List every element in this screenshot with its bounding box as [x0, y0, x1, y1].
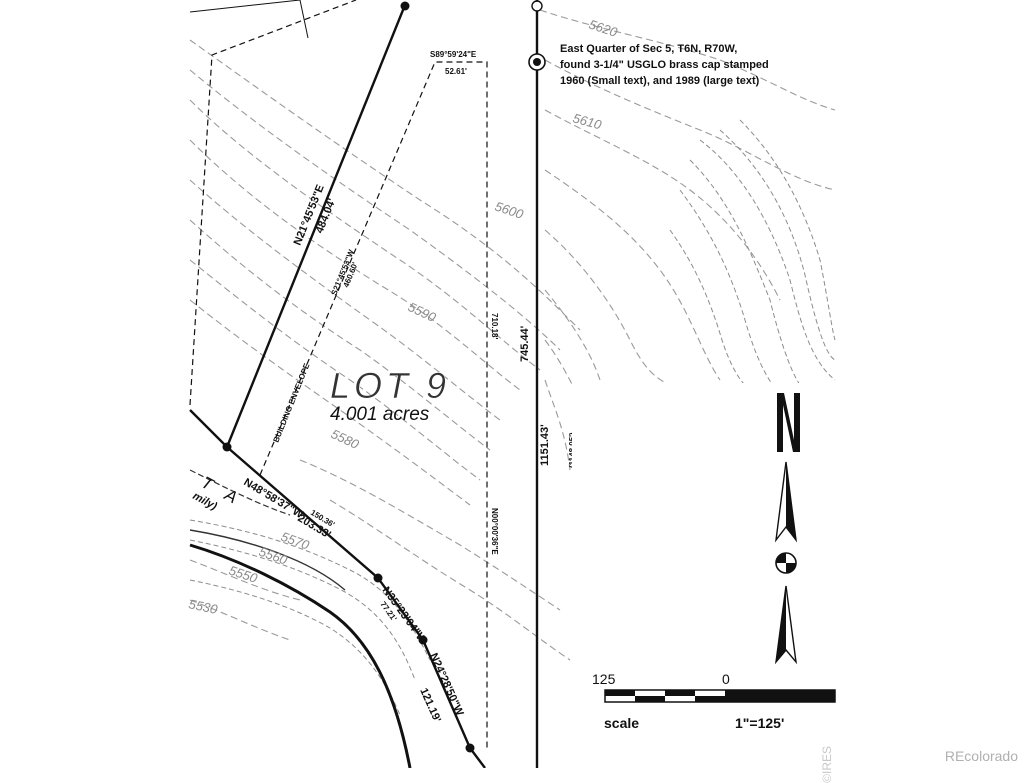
- scale-segment: [635, 696, 665, 702]
- lot-area: 4.001 acres: [330, 404, 430, 425]
- envelope-outer-line: [189, 0, 357, 406]
- scale-segment: [605, 690, 635, 696]
- road-centerline: [189, 469, 291, 516]
- elevation-label: 5600: [493, 199, 526, 222]
- south-1-bearing: N48°58'37"W: [241, 476, 305, 521]
- corner-note-line: found 3-1/4" USGLO brass cap stamped: [560, 59, 769, 71]
- elevation-label: 5610: [571, 110, 604, 132]
- lot-corner-marker: [418, 635, 428, 645]
- elevation-label: 5530: [187, 596, 219, 617]
- contour-line: [189, 219, 491, 451]
- lot-corner-marker: [222, 442, 232, 452]
- scale-left-number: 125: [592, 671, 616, 687]
- contour-line: [189, 539, 416, 681]
- contour-line: [544, 229, 701, 391]
- contour-line: [189, 299, 471, 506]
- elevation-label: 5550: [227, 563, 260, 586]
- elevation-label: 5560: [257, 544, 290, 568]
- contour-line: [544, 59, 836, 191]
- contour-line: [189, 579, 401, 716]
- north-arrow-head-fill: [786, 462, 796, 540]
- east-line-distance: 745.44': [519, 325, 531, 362]
- envelope-tick: [189, 0, 301, 13]
- copyright-mark: ©IRES: [820, 746, 834, 783]
- scale-word: scale: [604, 715, 639, 731]
- building-envelope: [189, 0, 488, 748]
- lot-boundary: [189, 0, 546, 769]
- contour-line: [544, 109, 781, 301]
- contour-line: [189, 259, 481, 481]
- road-edges: [189, 469, 412, 769]
- contour-line: [189, 559, 301, 601]
- lot-name: LOT 9: [330, 365, 450, 406]
- envelope-top-bearing: S89°59'24"E: [430, 50, 477, 59]
- envelope-top-distance: 52.61': [445, 67, 467, 76]
- elevation-label: 5590: [406, 299, 439, 325]
- elevation-label: 5620: [587, 17, 620, 40]
- contour-line: [719, 129, 836, 361]
- scale-ratio: 1"=125': [735, 715, 784, 731]
- envelope-line: [259, 61, 488, 748]
- north-arrow-hub-quadrant: [786, 563, 796, 573]
- contour-line: [739, 119, 836, 341]
- contour-line: [189, 99, 541, 371]
- road-edge-line: [189, 529, 346, 591]
- south-3-distance: 121.19': [417, 686, 443, 724]
- north-arrow: [572, 383, 835, 768]
- road-edge-line: [189, 543, 412, 769]
- contour-line: [689, 159, 801, 386]
- envelope-east-distance: 710.18': [490, 313, 499, 339]
- scale-bar: 125 0 scale 1"=125': [592, 671, 836, 731]
- watermark: REcolorado: [944, 748, 1018, 764]
- lot-west-line: [225, 4, 407, 448]
- north-letter-icon: [777, 393, 800, 452]
- contour-line: [679, 189, 776, 389]
- contour-line: [669, 229, 751, 391]
- scale-segment: [665, 690, 695, 696]
- contour-line: [699, 139, 836, 381]
- building-envelope-label: BUILDING ENVELOPE: [272, 361, 312, 443]
- corner-note-line: 1960 (Small text), and 1989 (large text): [560, 75, 760, 87]
- scale-segment: [725, 690, 835, 702]
- contour-line: [189, 39, 581, 331]
- scale-zero: 0: [722, 671, 730, 687]
- contour-line: [189, 179, 501, 421]
- lot-corner-marker: [465, 743, 475, 753]
- elevation-label: 5580: [329, 426, 362, 452]
- east-line-total: 1151.43': [539, 424, 551, 466]
- section-corner-marker: [531, 0, 543, 12]
- contour-line: [299, 459, 561, 611]
- scale-segment: [695, 696, 725, 702]
- envelope-east-bearing: N00°00'36"E: [490, 508, 499, 555]
- elevation-label: 5570: [279, 529, 312, 553]
- corner-note-line: East Quarter of Sec 5, T6N, R70W,: [560, 43, 737, 55]
- contour-line: [544, 169, 721, 381]
- south-arrow-tail-fill: [776, 586, 786, 662]
- lot-corner-marker: [373, 573, 383, 583]
- contour-line: [329, 499, 571, 661]
- north-arrow-hub-quadrant: [776, 553, 786, 563]
- contour-line: [189, 599, 291, 641]
- contour-line: [539, 9, 836, 111]
- contour-line: [544, 379, 571, 471]
- corner-note: East Quarter of Sec 5, T6N, R70W, found …: [560, 43, 769, 87]
- contour-line: [189, 69, 561, 351]
- lot-corner-marker: [400, 1, 410, 11]
- north-arrow-backdrop: [572, 383, 835, 768]
- section-corner-marker-dot: [533, 58, 541, 66]
- envelope-tick: [299, 0, 309, 39]
- contour-line: [189, 519, 431, 661]
- elevation-labels: 5620 5610 5600 5590 5580 5570 5560 5550 …: [187, 17, 620, 618]
